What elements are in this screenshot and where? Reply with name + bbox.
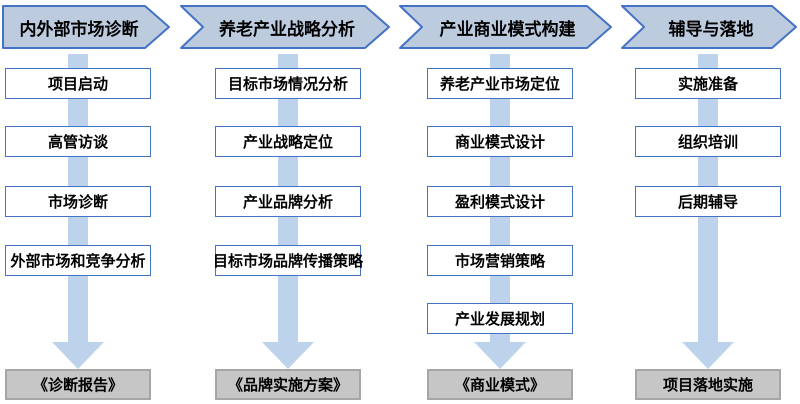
step-box: 外部市场和竞争分析 — [5, 245, 151, 276]
step-box: 市场诊断 — [5, 186, 151, 217]
step-box: 盈利模式设计 — [427, 186, 573, 217]
step-box: 市场营销策略 — [427, 245, 573, 276]
phase-header-3-label: 产业商业模式构建 — [439, 19, 576, 39]
output-box: 《诊断报告》 — [5, 369, 151, 400]
step-box: 养老产业市场定位 — [427, 68, 573, 99]
step-box: 组织培训 — [635, 126, 781, 157]
down-arrow-head-icon — [474, 342, 526, 369]
chevron-arrow-icon — [2, 5, 170, 49]
down-arrow-head-icon — [52, 342, 104, 369]
down-arrow-head-icon — [682, 342, 734, 369]
phase-header-2-label: 养老产业战略分析 — [219, 19, 355, 39]
phase-header-4-label: 辅导与落地 — [668, 19, 754, 39]
phase-column-3: 养老产业市场定位 商业模式设计 盈利模式设计 市场营销策略 产业发展规划 《商业… — [427, 50, 573, 404]
chevron-arrow-icon — [621, 5, 797, 49]
down-arrow-head-icon — [262, 342, 314, 369]
chevron-arrow-icon — [180, 5, 390, 49]
step-box: 目标市场品牌传播策略 — [213, 245, 363, 276]
phase-header-1: 内外部市场诊断 — [2, 5, 170, 49]
step-box: 后期辅导 — [635, 186, 781, 217]
step-box: 产业发展规划 — [427, 303, 573, 334]
phase-header-2: 养老产业战略分析 — [180, 5, 390, 49]
output-box: 项目落地实施 — [635, 369, 781, 400]
phase-column-1: 项目启动 高管访谈 市场诊断 外部市场和竞争分析 《诊断报告》 — [5, 50, 151, 404]
step-box: 实施准备 — [635, 68, 781, 99]
chevron-arrow-icon — [399, 5, 612, 49]
step-box: 产业品牌分析 — [215, 186, 361, 217]
output-box: 《商业模式》 — [427, 369, 573, 400]
step-box: 商业模式设计 — [427, 126, 573, 157]
step-box: 高管访谈 — [5, 126, 151, 157]
phase-header-4: 辅导与落地 — [621, 5, 797, 49]
phase-header-1-label: 内外部市场诊断 — [19, 19, 139, 39]
phase-column-2: 目标市场情况分析 产业战略定位 产业品牌分析 目标市场品牌传播策略 《品牌实施方… — [213, 50, 363, 404]
phase-header-3: 产业商业模式构建 — [399, 5, 612, 49]
step-box: 项目启动 — [5, 68, 151, 99]
step-box: 目标市场情况分析 — [215, 68, 361, 99]
phase-column-4: 实施准备 组织培训 后期辅导 项目落地实施 — [635, 50, 781, 404]
output-box: 《品牌实施方案》 — [215, 369, 361, 400]
step-box: 产业战略定位 — [215, 126, 361, 157]
